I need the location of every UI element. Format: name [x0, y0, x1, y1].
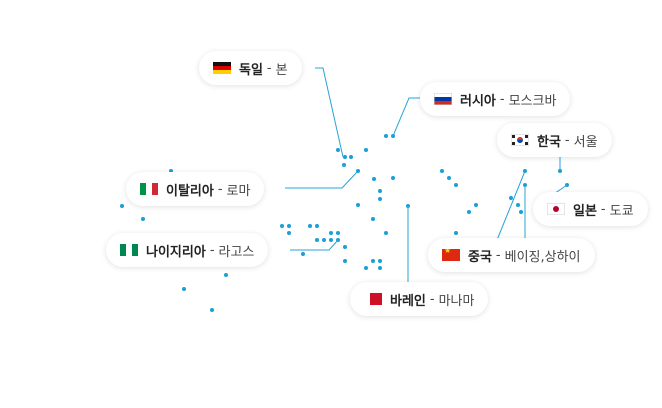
separator: - [429, 291, 435, 307]
leader-line [290, 239, 339, 251]
location-dot [315, 238, 319, 242]
korea-flag-icon [511, 134, 529, 146]
country-name: 일본 [573, 203, 597, 219]
location-dot [454, 231, 458, 235]
location-dot [210, 308, 214, 312]
leader-line [315, 67, 344, 158]
city-name: 마나마 [438, 293, 475, 309]
location-tag-korea[interactable]: 한국 - 서울 [497, 123, 612, 157]
country-name: 한국 [537, 134, 561, 150]
location-dot [287, 224, 291, 228]
japan-flag-icon [547, 203, 565, 215]
location-dot [356, 203, 360, 207]
location-dot [440, 169, 444, 173]
separator: - [495, 247, 501, 263]
location-dot [287, 231, 291, 235]
location-dot [378, 189, 382, 193]
location-tag-italy[interactable]: 이탈리아 - 로마 [126, 172, 265, 206]
location-dot [391, 176, 395, 180]
location-dot [349, 155, 353, 159]
leader-lines [285, 67, 568, 282]
china-flag-icon [442, 249, 460, 261]
location-dot [336, 231, 340, 235]
location-dot [371, 259, 375, 263]
location-dot [371, 217, 375, 221]
city-name: 로마 [226, 183, 251, 199]
separator: - [499, 91, 505, 107]
location-dot [343, 259, 347, 263]
germany-flag-icon [213, 62, 231, 74]
location-tag-china[interactable]: 중국 - 베이징,상하이 [428, 238, 595, 272]
location-dot [120, 204, 124, 208]
country-name: 이탈리아 [166, 183, 214, 199]
location-dot [516, 203, 520, 207]
leader-line [496, 170, 526, 241]
leader-line [392, 97, 420, 137]
location-dot [447, 176, 451, 180]
country-name: 바레인 [390, 293, 426, 309]
location-dot [322, 238, 326, 242]
location-dot [308, 224, 312, 228]
location-dot [378, 266, 382, 270]
location-dot [329, 238, 333, 242]
city-name: 모스크바 [508, 93, 557, 109]
city-name: 본 [275, 62, 288, 78]
location-dot [509, 196, 513, 200]
location-dot [336, 148, 340, 152]
location-dot [224, 273, 228, 277]
location-tag-russia[interactable]: 러시아 - 모스크바 [420, 82, 571, 116]
country-name: 나이지리아 [146, 244, 206, 260]
location-tag-germany[interactable]: 독일 - 본 [199, 51, 302, 85]
separator: - [266, 60, 272, 76]
location-dot [315, 224, 319, 228]
location-dot [372, 177, 376, 181]
location-tag-bahrain[interactable]: 바레인 - 마나마 [350, 282, 489, 316]
separator: - [564, 132, 570, 148]
location-dot [467, 210, 471, 214]
separator: - [209, 242, 215, 258]
russia-flag-icon [434, 93, 452, 105]
city-name: 베이징,상하이 [504, 249, 581, 265]
location-dot [343, 245, 347, 249]
country-name: 독일 [239, 62, 263, 78]
city-name: 서울 [573, 134, 598, 150]
city-name: 도쿄 [609, 203, 634, 219]
country-name: 러시아 [460, 93, 496, 109]
location-tag-japan[interactable]: 일본 - 도쿄 [533, 192, 648, 226]
location-dot [343, 155, 347, 159]
italy-flag-icon [140, 183, 158, 195]
location-dot [329, 231, 333, 235]
location-tag-nigeria[interactable]: 나이지리아 - 라고스 [106, 233, 269, 267]
location-dot [364, 266, 368, 270]
location-dot [342, 163, 346, 167]
location-dot [364, 148, 368, 152]
country-name: 중국 [468, 249, 492, 265]
location-dot [378, 259, 382, 263]
location-dots [120, 134, 569, 312]
location-dot [182, 287, 186, 291]
separator: - [217, 181, 223, 197]
separator: - [600, 201, 606, 217]
bahrain-flag-icon [364, 293, 382, 305]
location-dot [384, 134, 388, 138]
city-name: 라고스 [218, 244, 255, 260]
location-dot [280, 224, 284, 228]
location-dot [474, 203, 478, 207]
location-dot [384, 231, 388, 235]
leader-line [285, 170, 359, 189]
nigeria-flag-icon [120, 244, 138, 256]
location-dot [301, 252, 305, 256]
location-dot [141, 217, 145, 221]
location-dot [378, 197, 382, 201]
location-dot [519, 210, 523, 214]
location-dot [454, 183, 458, 187]
location-dot [558, 169, 562, 173]
